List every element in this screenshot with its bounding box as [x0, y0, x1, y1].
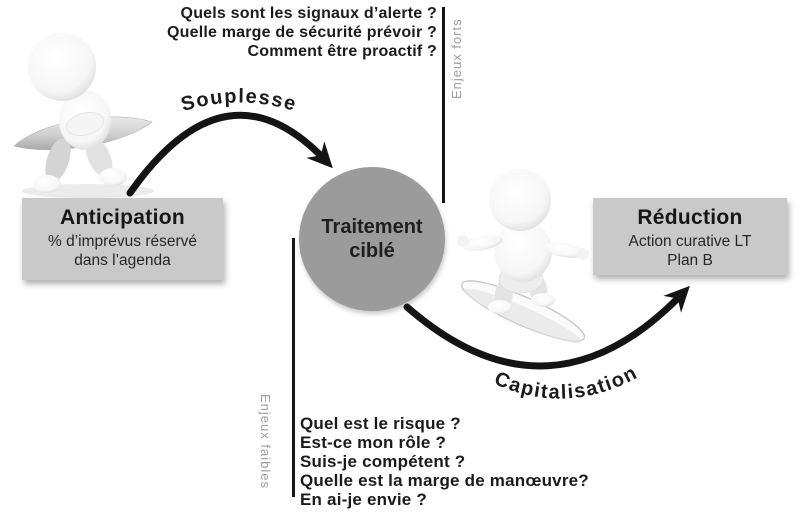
capitalisation-label-path [430, 330, 700, 399]
left-figure-arm [66, 112, 104, 136]
right-figure-foot [488, 300, 512, 314]
souplesse-label: Souplesse [179, 85, 300, 116]
low-stakes-label: Enjeux faibles [258, 393, 273, 489]
left-figure-leg [85, 136, 113, 178]
left-figure-torso [59, 90, 111, 150]
reduction-title: Réduction [637, 206, 743, 229]
right-figure [457, 169, 589, 344]
question-line: Quels sont les signaux d’alerte ? [180, 5, 437, 22]
question-line: En ai-je envie ? [300, 490, 427, 509]
high-stakes-questions: Quels sont les signaux d’alerte ? Quelle… [140, 4, 437, 61]
souplesse-arrow [126, 111, 333, 197]
question-line: Est-ce mon rôle ? [300, 433, 447, 452]
right-figure-foot [531, 293, 555, 307]
question-line: Quelle marge de sécurité prévoir ? [166, 24, 437, 41]
question-line: Quelle est la marge de manœuvre? [300, 471, 589, 490]
reduction-subtitle: Action curative LT Plan B [593, 232, 787, 270]
question-line: Quel est le risque ? [300, 414, 461, 433]
right-figure-arm [543, 242, 585, 258]
right-figure-leg [528, 274, 548, 304]
anticipation-title: Anticipation [60, 206, 185, 229]
left-figure-foot [33, 175, 61, 193]
surfboard-icon [460, 280, 586, 342]
anticipation-sub-line2: dans l’agenda [74, 252, 171, 269]
low-stakes-questions: Quel est le risque ? Est-ce mon rôle ? S… [300, 414, 600, 509]
right-figure-head [489, 169, 551, 231]
high-stakes-label: Enjeux forts [449, 18, 464, 100]
question-line: Comment être proactif ? [247, 43, 437, 60]
reduction-sub-line2: Plan B [667, 252, 713, 269]
right-figure-torso [494, 220, 552, 282]
right-figure-arm [461, 235, 503, 251]
capitalisation-arrow [403, 285, 690, 370]
left-figure-shadow [22, 184, 154, 198]
traitement-line2: ciblé [349, 240, 395, 262]
left-figure-head [28, 33, 96, 101]
surfboard-icon [13, 116, 153, 151]
right-figure-leg [494, 278, 514, 310]
souplesse-label-path [160, 103, 318, 121]
stakes-axis-rule-top [442, 7, 445, 203]
right-figure-shorts [498, 264, 544, 294]
anticipation-subtitle: % d’imprévus réservé dans l’agenda [22, 232, 223, 270]
question-line: Suis-je compétent ? [300, 452, 466, 471]
surfboard-shading [464, 288, 582, 344]
left-figure-foot [99, 168, 127, 186]
right-figure-hand [577, 248, 589, 260]
reduction-node: Réduction Action curative LT Plan B [593, 198, 787, 275]
reduction-sub-line1: Action curative LT [628, 233, 752, 250]
anticipation-sub-line1: % d’imprévus réservé [47, 233, 198, 250]
left-figure [13, 33, 154, 198]
traitement-line1: Traitement [321, 216, 423, 238]
stakes-axis-rule-bottom [292, 238, 295, 497]
right-figure-hand [457, 235, 469, 247]
capitalisation-label: Capitalisation [491, 362, 641, 404]
left-figure-leg [45, 137, 71, 183]
anticipation-node: Anticipation % d’imprévus réservé dans l… [22, 198, 223, 280]
traitement-node: Traitement ciblé [299, 167, 445, 311]
